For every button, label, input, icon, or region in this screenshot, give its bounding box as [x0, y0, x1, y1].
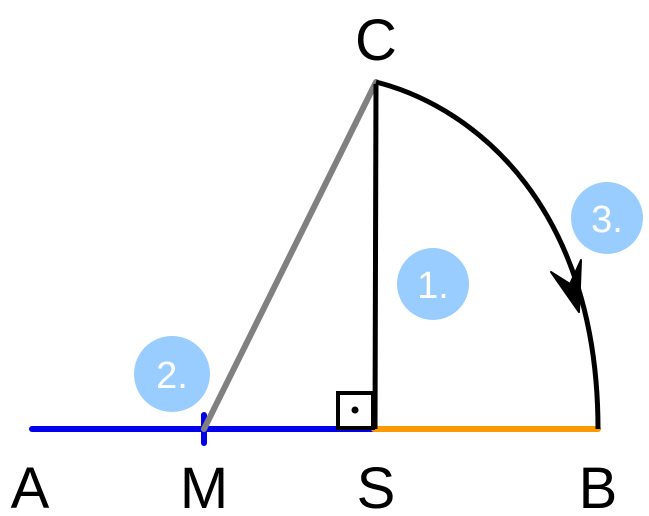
step-badge-1: 1.	[397, 248, 469, 320]
point-label-b: B	[579, 456, 618, 516]
point-label-s: S	[357, 456, 396, 516]
point-label-a: A	[11, 456, 50, 516]
segment-s-c	[372, 83, 379, 430]
point-label-m: M	[180, 456, 228, 516]
segment-m-c	[201, 79, 379, 432]
step-badge-3-label: 3.	[591, 199, 623, 241]
right-angle-icon	[336, 391, 375, 430]
step-badge-1-label: 1.	[417, 265, 449, 307]
step-badge-2: 2.	[134, 336, 210, 412]
arrowhead-icon	[550, 259, 582, 313]
arc-c-to-b	[375, 79, 601, 430]
point-label-c: C	[355, 8, 397, 73]
step-badge-2-label: 2.	[156, 355, 188, 397]
step-badge-3: 3.	[571, 182, 643, 254]
